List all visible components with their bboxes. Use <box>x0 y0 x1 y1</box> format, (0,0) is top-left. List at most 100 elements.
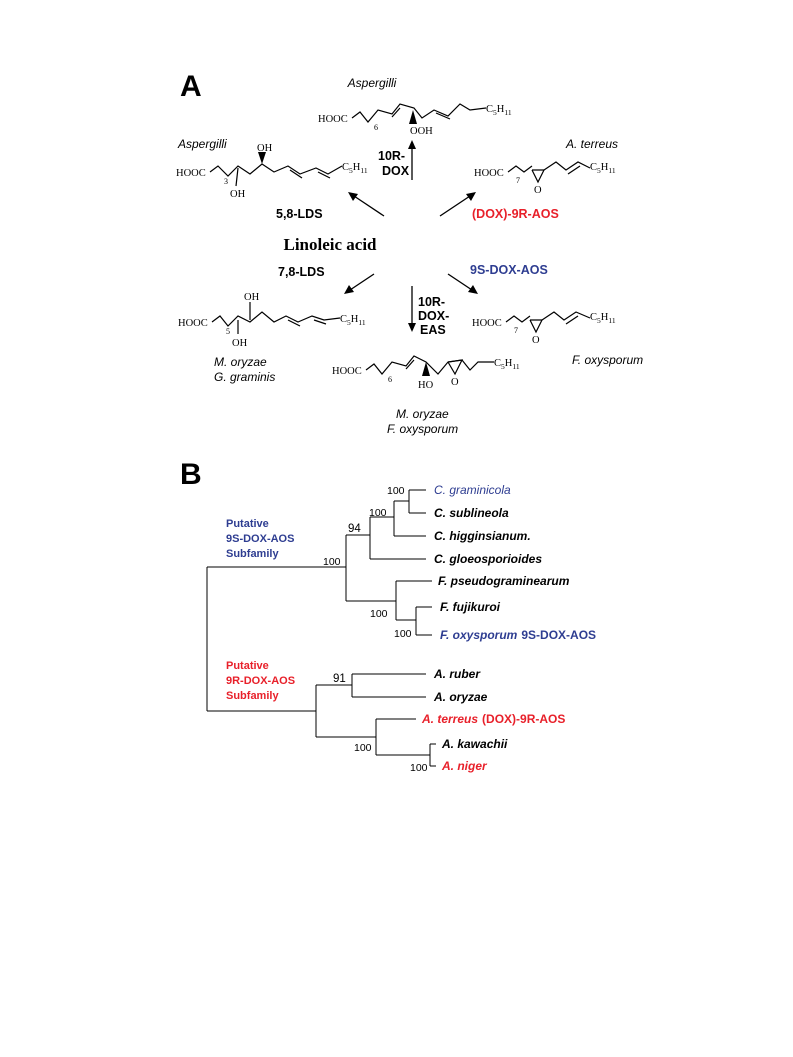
lower-right-hooc: HOOC <box>472 318 502 329</box>
upper-right-o: O <box>534 185 542 196</box>
upper-right-arrowhead <box>466 192 476 201</box>
lower-left-n5: 5 <box>226 327 230 336</box>
lower-right-c5h11: C5H11 <box>590 312 616 325</box>
taxon-a-terreus: A. terreus(DOX)-9R-AOS <box>421 712 565 726</box>
lower-left-chain <box>211 311 341 327</box>
upper-left-oh-top: OH <box>257 143 273 154</box>
bottom-epoxide <box>447 359 464 376</box>
panel-a-label: A <box>180 70 202 103</box>
top-c5h11: C5H11 <box>486 104 512 117</box>
upper-left-organism: Aspergilli <box>177 137 227 151</box>
bootstrap-values: 100 100 94 100 100 100 91 100 100 <box>323 485 428 774</box>
taxon-f-pseudograminearum: F. pseudograminearum <box>438 574 570 588</box>
subfamily-label-9s: Putative 9S-DOX-AOS Subfamily <box>226 518 294 560</box>
lower-left-cis1 <box>287 319 301 327</box>
bootstrap-colletotrichum: 94 <box>348 523 361 535</box>
upper-left-product-structure: Aspergilli HOOC 3 OH OH C5H11 <box>176 137 368 200</box>
top-enzyme-line2: DOX <box>382 164 410 178</box>
bootstrap-ruber-oryzae: 91 <box>333 673 346 685</box>
bottom-ho: HO <box>418 380 434 391</box>
subfamily-9s-line1: Putative <box>226 518 269 530</box>
bootstrap-fusarium: 100 <box>370 608 388 620</box>
lower-left-cis2 <box>313 319 327 325</box>
phylogenetic-tree <box>206 489 436 767</box>
lower-left-arrow <box>349 273 375 291</box>
taxon-f-fujikuroi: F. fujikuroi <box>440 600 501 614</box>
lower-right-organism: F. oxysporum <box>572 353 643 367</box>
upper-left-n3: 3 <box>224 177 228 186</box>
lower-right-cis <box>565 315 579 325</box>
taxon-a-niger: A. niger <box>441 759 488 773</box>
bootstrap-graminicola-sublineola: 100 <box>387 485 405 497</box>
upper-left-c5h11: C5H11 <box>342 162 368 175</box>
lower-left-hooc: HOOC <box>178 318 208 329</box>
panel-b-label: B <box>180 458 202 491</box>
lower-right-n7: 7 <box>514 326 518 335</box>
upper-left-cis2 <box>317 171 331 179</box>
bottom-enzyme-line3: EAS <box>420 323 446 337</box>
lower-right-o: O <box>532 335 540 346</box>
top-hooc: HOOC <box>318 114 348 125</box>
subfamily-9s-line3: Subfamily <box>226 548 279 560</box>
lower-right-chain2 <box>541 311 591 321</box>
subfamily-9r-line1: Putative <box>226 660 269 672</box>
top-ooh: OOH <box>410 126 433 137</box>
bottom-organism-1: M. oryzae <box>396 407 449 421</box>
taxon-a-kawachii: A. kawachii <box>441 737 508 751</box>
bottom-c5h11: C5H11 <box>494 358 520 371</box>
taxon-a-oryzae: A. oryzae <box>433 690 488 704</box>
taxon-c-sublineola: C. sublineola <box>434 506 509 520</box>
subfamily-9r-line2: 9R-DOX-AOS <box>226 675 295 687</box>
upper-left-oh-bond <box>235 167 239 187</box>
upper-left-cis1 <box>289 169 303 179</box>
lower-left-organism-1: M. oryzae <box>214 355 267 369</box>
taxon-labels: C. graminicola C. sublineola C. higginsi… <box>421 483 596 773</box>
bottom-product-structure: HOOC 6 HO O C5H11 <box>332 355 520 391</box>
lower-left-product-structure: HOOC 5 OH OH C5H11 <box>178 292 366 349</box>
taxon-f-oxysporum-name: F. oxysporum <box>440 628 518 642</box>
lower-left-oh-bottom: OH <box>232 338 248 349</box>
panel-a: A Linoleic acid Aspergilli HOOC 6 OOH C5… <box>176 70 643 436</box>
upper-right-arrow <box>439 195 471 217</box>
lower-right-arrowhead <box>468 285 478 294</box>
bottom-trans-bond <box>405 359 415 370</box>
bottom-organism-2: F. oxysporum <box>387 422 458 436</box>
bottom-enzyme-line2: DOX- <box>418 309 449 323</box>
top-enzyme-line1: 10R- <box>378 149 405 163</box>
bottom-wedge <box>422 362 430 376</box>
taxon-f-oxysporum-suffix: 9S-DOX-AOS <box>521 628 596 642</box>
taxon-a-terreus-suffix: (DOX)-9R-AOS <box>482 712 565 726</box>
lower-right-chain1 <box>505 315 531 323</box>
upper-right-epoxide <box>531 169 545 184</box>
upper-right-product-structure: A. terreus HOOC 7 O C5H11 <box>474 137 618 196</box>
top-cis-bond <box>435 112 451 120</box>
lower-right-enzyme: 9S-DOX-AOS <box>470 263 548 277</box>
upper-right-organism: A. terreus <box>565 137 618 151</box>
subfamily-label-9r: Putative 9R-DOX-AOS Subfamily <box>226 660 295 702</box>
panel-b: B Putative 9S-DOX-AOS Subfamily Putative… <box>180 458 596 774</box>
upper-right-cis <box>567 165 581 175</box>
upper-right-chain2 <box>543 161 591 171</box>
bottom-arrowhead <box>408 323 416 332</box>
bottom-o: O <box>451 377 459 388</box>
top-organism: Aspergilli <box>347 76 397 90</box>
subfamily-9s-line2: 9S-DOX-AOS <box>226 533 294 545</box>
upper-right-hooc: HOOC <box>474 168 504 179</box>
lower-left-organism-2: G. graminis <box>214 370 275 384</box>
lower-right-product-structure: HOOC 7 O C5H11 <box>472 311 616 346</box>
top-trans-bond <box>391 107 401 118</box>
bottom-hooc: HOOC <box>332 366 362 377</box>
lower-left-oh-top: OH <box>244 292 260 303</box>
taxon-c-graminicola: C. graminicola <box>434 483 511 497</box>
upper-left-oh-bottom: OH <box>230 189 246 200</box>
taxon-c-higginsianum: C. higginsianum. <box>434 529 531 543</box>
bootstrap-terreus-group: 100 <box>354 742 372 754</box>
upper-right-enzyme: (DOX)-9R-AOS <box>472 207 559 221</box>
upper-left-chain <box>209 163 343 177</box>
lower-left-c5h11: C5H11 <box>340 314 366 327</box>
subfamily-9r-line3: Subfamily <box>226 690 279 702</box>
bootstrap-fujikuroi-oxysporum: 100 <box>394 628 412 640</box>
bottom-n6: 6 <box>388 375 392 384</box>
substrate-label: Linoleic acid <box>283 235 377 254</box>
